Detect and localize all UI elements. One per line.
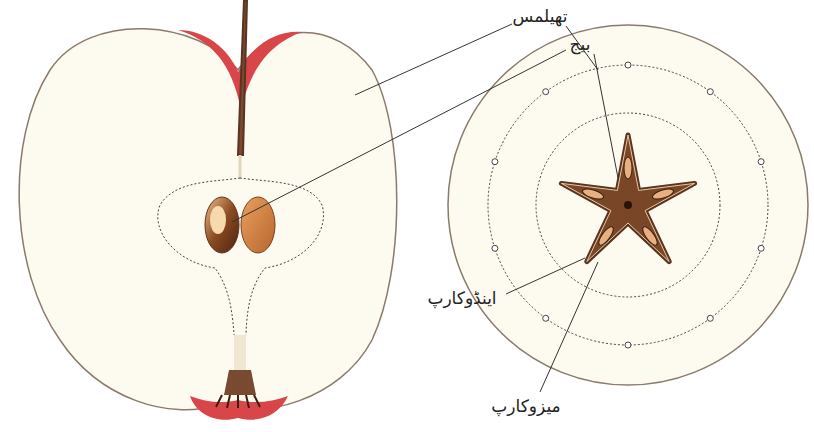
cross-section — [448, 25, 808, 385]
part-label: تھیلمس — [513, 6, 568, 26]
part-label: اینڈوکارپ — [427, 288, 496, 308]
part-label: میزوکارپ — [491, 396, 560, 416]
leader-lines — [232, 24, 618, 392]
longitudinal-section — [19, 0, 397, 420]
part-label: بیج — [570, 34, 591, 54]
